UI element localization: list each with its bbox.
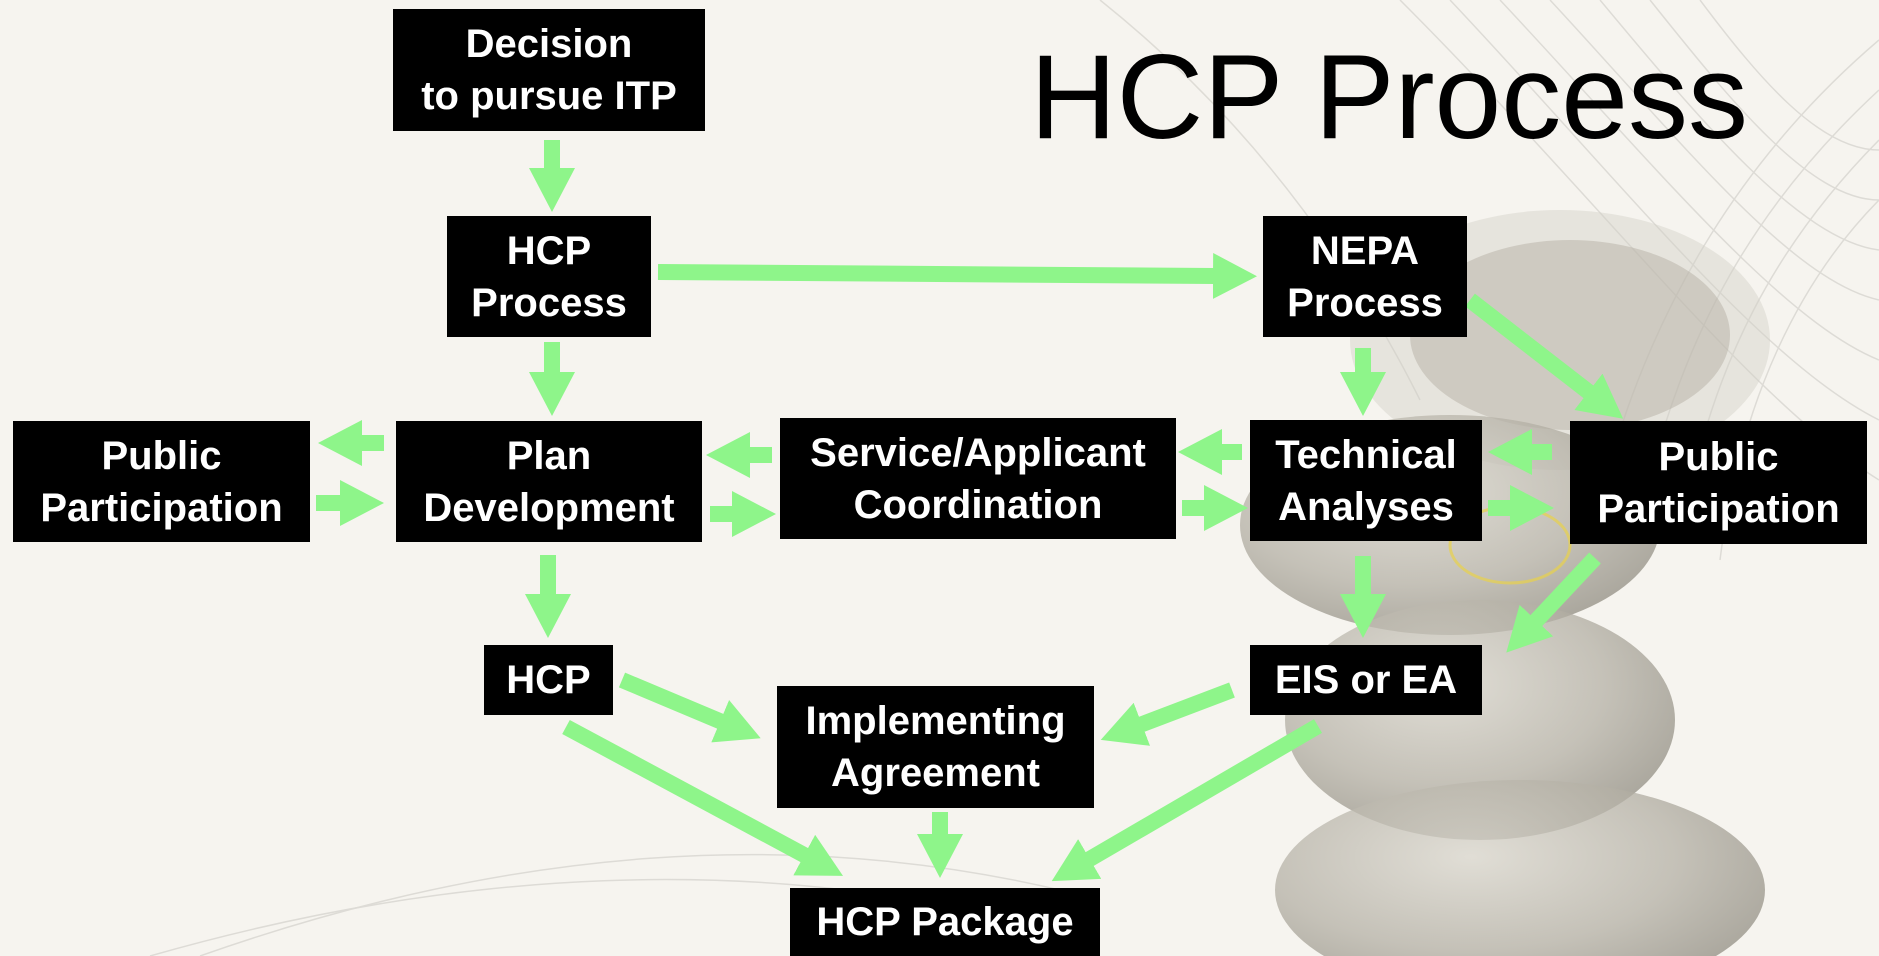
node-nepa-process: NEPA Process xyxy=(1263,216,1467,337)
arrow-public-right-to-eis xyxy=(1506,552,1601,653)
node-eis-or-ea: EIS or EA xyxy=(1250,645,1482,715)
page-title: HCP Process xyxy=(1030,30,1749,164)
node-plan-development: Plan Development xyxy=(396,421,702,542)
node-public-participation-left: Public Participation xyxy=(13,421,310,542)
node-service-applicant-coordination: Service/Applicant Coordination xyxy=(780,418,1176,539)
node-technical-analyses: Technical Analyses xyxy=(1250,420,1482,541)
node-hcp-process: HCP Process xyxy=(447,216,651,337)
arrow-hcp-to-package xyxy=(562,719,843,876)
node-decision-to-pursue-itp: Decision to pursue ITP xyxy=(393,9,705,131)
node-public-participation-right: Public Participation xyxy=(1570,421,1867,544)
arrow-nepa-to-public-right xyxy=(1465,293,1624,419)
arrow-hcp-process-to-nepa xyxy=(657,252,1257,299)
node-hcp-package: HCP Package xyxy=(790,888,1100,956)
arrow-hcp-to-agreement xyxy=(618,672,761,743)
node-implementing-agreement: Implementing Agreement xyxy=(777,686,1094,808)
arrow-eis-to-agreement xyxy=(1100,682,1235,746)
node-hcp: HCP xyxy=(484,645,613,715)
arrow-eis-to-package xyxy=(1051,719,1323,882)
